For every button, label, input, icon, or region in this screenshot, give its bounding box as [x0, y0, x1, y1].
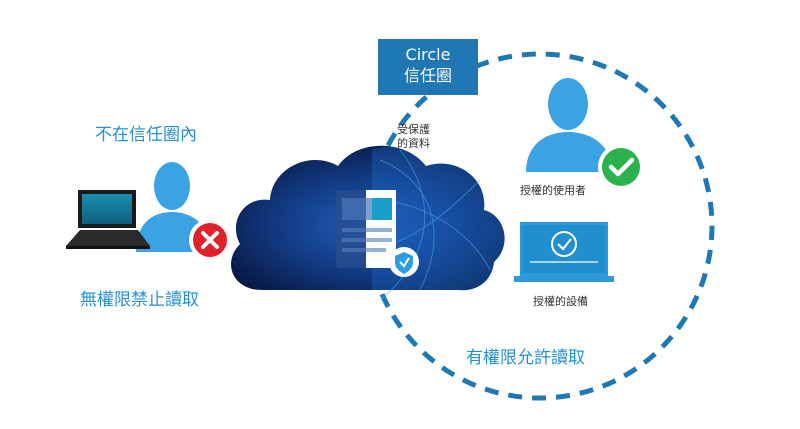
access-denied-label: 無權限禁止讀取 — [80, 290, 199, 310]
circle-label: Circle 信任圈 — [378, 39, 478, 95]
authorized-user-icon — [526, 78, 612, 172]
deny-x-icon — [189, 219, 231, 261]
laptop-icon — [66, 190, 150, 249]
document-icon — [336, 190, 396, 268]
shield-icon — [389, 247, 419, 277]
protected-data-label-2: 的資料 — [397, 137, 430, 150]
protected-data-label-1: 受保護 — [397, 123, 430, 136]
outside-circle-title: 不在信任圈內 — [95, 125, 197, 145]
authorized-user-label: 授權的使用者 — [520, 184, 586, 197]
authorized-device-label: 授權的設備 — [533, 295, 588, 308]
circle-label-title: Circle — [405, 45, 451, 64]
unauthorized-user-icon — [136, 162, 210, 252]
access-allowed-label: 有權限允許讀取 — [466, 348, 585, 368]
allow-check-icon — [598, 144, 644, 190]
authorized-device-icon — [514, 222, 614, 282]
circle-label-subtitle: 信任圈 — [403, 66, 452, 85]
